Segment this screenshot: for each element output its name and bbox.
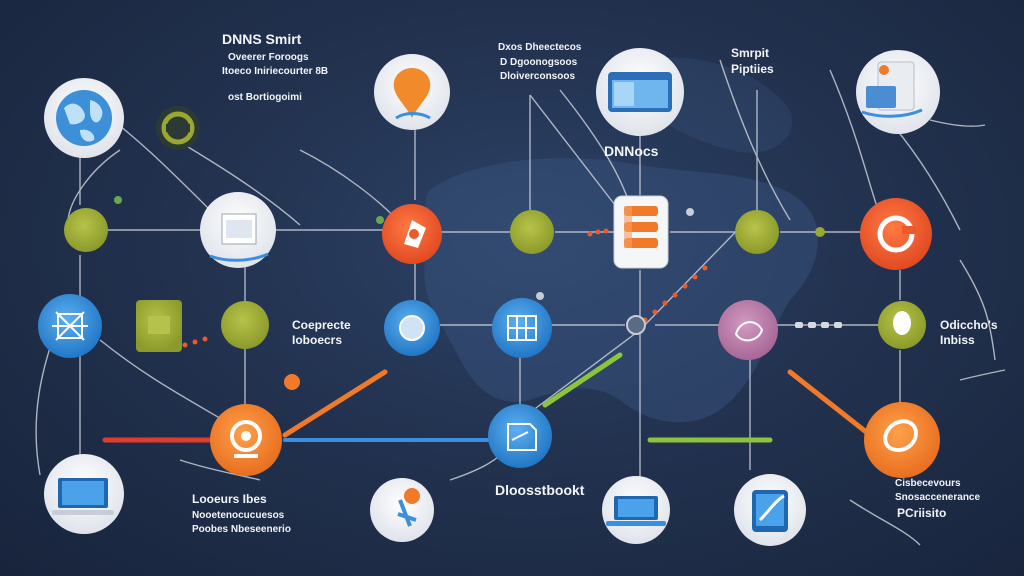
- bottom-left-line-2: Nooetenocucuesos: [192, 510, 285, 521]
- top-left-line-1: Oveerer Foroogs: [228, 52, 309, 63]
- accent-dot: [284, 374, 300, 390]
- olive-mid-node: [221, 301, 269, 349]
- olive-ring-icon: [156, 106, 200, 150]
- olive-node-icon: [64, 208, 108, 252]
- bottom-right-line-3: PCriisito: [897, 506, 947, 520]
- window-card-icon: [200, 192, 276, 268]
- globe-icon: [44, 78, 124, 158]
- flag-pin-icon: [370, 478, 434, 542]
- laptop-icon: [602, 476, 670, 544]
- bottom-left-line-1: Looeurs Ibes: [192, 492, 267, 506]
- orange-camera-icon: [210, 404, 282, 476]
- top-center-line-3: Dloiverconsoos: [500, 71, 576, 82]
- olive-egg-icon: [878, 301, 926, 349]
- blue-document-icon: [488, 404, 552, 468]
- chain-links: [795, 322, 842, 328]
- orange-shield-icon: [382, 204, 442, 264]
- mid-right-line-2: Inbiss: [940, 333, 975, 347]
- orange-ring-icon: [860, 198, 932, 270]
- server-box-icon: [856, 50, 940, 134]
- monitor-icon: [44, 454, 124, 534]
- mid-left-line-1: Coeprecte: [292, 318, 351, 332]
- green-connector-bar: [542, 352, 623, 408]
- top-left-line-2: Itoeco Iniriecourter 8B: [222, 66, 329, 77]
- network-junction-icon: [626, 315, 646, 335]
- top-left-line-3: ost Bortiogoimi: [228, 92, 302, 103]
- top-right-line-2: Piptiies: [731, 62, 774, 76]
- bottom-center-title: Dloosstbookt: [495, 482, 585, 498]
- top-left-title: DNNS Smirt: [222, 31, 302, 47]
- tablet-icon: [734, 474, 806, 546]
- map-pin-icon: [374, 54, 450, 130]
- browser-window-icon: [596, 48, 684, 136]
- orange-connector-bar-2: [787, 369, 873, 438]
- accent-dot: [686, 208, 694, 216]
- orange-connector-bar: [282, 369, 388, 438]
- dot-trails: [182, 228, 708, 348]
- mid-left-line-2: Ioboecrs: [292, 333, 343, 347]
- phone-apps-icon: [613, 195, 669, 269]
- center-title: DNNocs: [604, 143, 659, 159]
- blue-grid-icon: [492, 298, 552, 358]
- bottom-left-line-3: Poobes Nbeseenerio: [192, 524, 291, 535]
- top-center-line-1: Dxos Dheectecos: [498, 42, 582, 53]
- bottom-right-line-1: Cisbecevours: [895, 478, 961, 489]
- bottom-right-line-2: Snosaccenerance: [895, 492, 981, 503]
- accent-dot: [815, 227, 825, 237]
- network-hub-icon: [38, 294, 102, 358]
- top-right-line-1: Smrpit: [731, 46, 770, 60]
- blue-lens-icon: [384, 300, 440, 356]
- accent-dot: [376, 216, 384, 224]
- top-center-line-2: D Dgoonogsoos: [500, 57, 578, 68]
- olive-right-node: [735, 210, 779, 254]
- orange-leaf-icon: [864, 402, 940, 478]
- pink-node-icon: [718, 300, 778, 360]
- accent-dot: [536, 292, 544, 300]
- olive-square-icon: [136, 300, 182, 352]
- accent-dot: [114, 196, 122, 204]
- mid-right-line-1: Odiccho's: [940, 318, 998, 332]
- olive-center-node: [510, 210, 554, 254]
- link-lines: [35, 59, 1006, 546]
